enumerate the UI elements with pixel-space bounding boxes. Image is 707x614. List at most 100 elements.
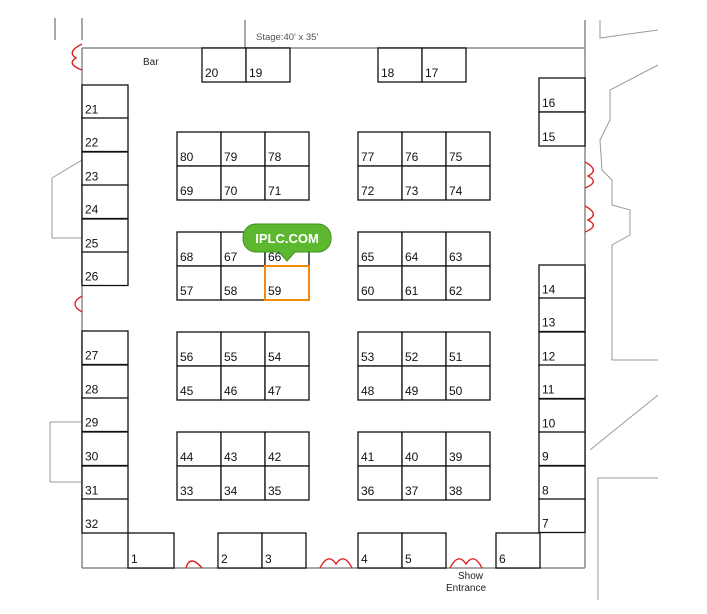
booth-6[interactable]: 6 [495,532,541,569]
booth-68[interactable]: 68 [176,231,222,267]
booth-80[interactable]: 80 [176,131,222,167]
booth-79[interactable]: 79 [220,131,266,167]
booth-outline [176,331,222,367]
booth-2[interactable]: 2 [217,532,263,569]
booth-1[interactable]: 1 [127,532,175,569]
booth-10[interactable]: 10 [538,398,586,434]
booth-78[interactable]: 78 [264,131,310,167]
booth-outline [127,532,175,569]
booth-outline [201,47,247,83]
booth-number: 50 [449,384,463,398]
booth-22[interactable]: 22 [81,117,129,153]
booth-37[interactable]: 37 [401,465,447,501]
booth-outline [401,265,447,301]
booth-34[interactable]: 34 [220,465,266,501]
booth-33[interactable]: 33 [176,465,222,501]
booth-62[interactable]: 62 [445,265,491,301]
booth-outline [220,431,266,467]
booth-47[interactable]: 47 [264,365,310,401]
booth-73[interactable]: 73 [401,165,447,201]
booth-70[interactable]: 70 [220,165,266,201]
booth-27[interactable]: 27 [81,330,129,366]
booth-71[interactable]: 71 [264,165,310,201]
booth-29[interactable]: 29 [81,397,129,433]
badge-bubble [242,223,332,262]
door-top-left [71,43,83,71]
booth-42[interactable]: 42 [264,431,310,467]
booth-44[interactable]: 44 [176,431,222,467]
booth-69[interactable]: 69 [176,165,222,201]
booth-15[interactable]: 15 [538,111,586,147]
booth-25[interactable]: 25 [81,218,129,254]
booth-number: 47 [268,384,282,398]
booth-60[interactable]: 60 [357,265,403,301]
booth-17[interactable]: 17 [421,47,467,83]
booth-number: 46 [224,384,238,398]
booth-number: 53 [361,350,375,364]
booth-number: 58 [224,284,238,298]
booth-number: 64 [405,250,419,264]
booth-40[interactable]: 40 [401,431,447,467]
booth-41[interactable]: 41 [357,431,403,467]
booth-number: 17 [425,66,439,80]
booth-56[interactable]: 56 [176,331,222,367]
booth-14[interactable]: 14 [538,264,586,300]
booth-7[interactable]: 7 [538,498,586,534]
booth-number: 10 [542,417,556,431]
booth-51[interactable]: 51 [445,331,491,367]
booth-59[interactable]: 59 [264,265,310,301]
booth-21[interactable]: 21 [81,84,129,120]
booth-38[interactable]: 38 [445,465,491,501]
booth-8[interactable]: 8 [538,465,586,501]
booth-26[interactable]: 26 [81,251,129,287]
booth-outline [264,165,310,201]
booth-65[interactable]: 65 [357,231,403,267]
booth-19[interactable]: 19 [245,47,291,83]
booth-76[interactable]: 76 [401,131,447,167]
booth-20[interactable]: 20 [201,47,247,83]
booth-63[interactable]: 63 [445,231,491,267]
booth-75[interactable]: 75 [445,131,491,167]
booth-32[interactable]: 32 [81,498,129,534]
booth-58[interactable]: 58 [220,265,266,301]
booth-23[interactable]: 23 [81,151,129,187]
booth-77[interactable]: 77 [357,131,403,167]
booth-39[interactable]: 39 [445,431,491,467]
show-entrance-label-line1: Show [458,571,484,582]
booth-46[interactable]: 46 [220,365,266,401]
booth-57[interactable]: 57 [176,265,222,301]
booth-72[interactable]: 72 [357,165,403,201]
booth-53[interactable]: 53 [357,331,403,367]
booth-24[interactable]: 24 [81,184,129,220]
booth-74[interactable]: 74 [445,165,491,201]
booth-outline [495,532,541,569]
booth-outline [377,47,423,83]
booth-11[interactable]: 11 [538,364,586,400]
booth-4[interactable]: 4 [357,532,403,569]
booth-30[interactable]: 30 [81,431,129,467]
booth-outline [538,264,586,300]
booth-52[interactable]: 52 [401,331,447,367]
booth-number: 57 [180,284,194,298]
booth-18[interactable]: 18 [377,47,423,83]
booth-28[interactable]: 28 [81,364,129,400]
booth-9[interactable]: 9 [538,431,586,467]
booth-35[interactable]: 35 [264,465,310,501]
booth-16[interactable]: 16 [538,77,586,113]
booth-43[interactable]: 43 [220,431,266,467]
booth-64[interactable]: 64 [401,231,447,267]
iplc-badge[interactable]: IPLC.COM [242,223,332,262]
booth-54[interactable]: 54 [264,331,310,367]
booth-48[interactable]: 48 [357,365,403,401]
booth-5[interactable]: 5 [401,532,447,569]
booth-49[interactable]: 49 [401,365,447,401]
booth-13[interactable]: 13 [538,297,586,333]
booth-3[interactable]: 3 [261,532,307,569]
booth-12[interactable]: 12 [538,331,586,367]
booth-50[interactable]: 50 [445,365,491,401]
booth-55[interactable]: 55 [220,331,266,367]
booth-36[interactable]: 36 [357,465,403,501]
booth-61[interactable]: 61 [401,265,447,301]
booth-31[interactable]: 31 [81,465,129,501]
booth-45[interactable]: 45 [176,365,222,401]
